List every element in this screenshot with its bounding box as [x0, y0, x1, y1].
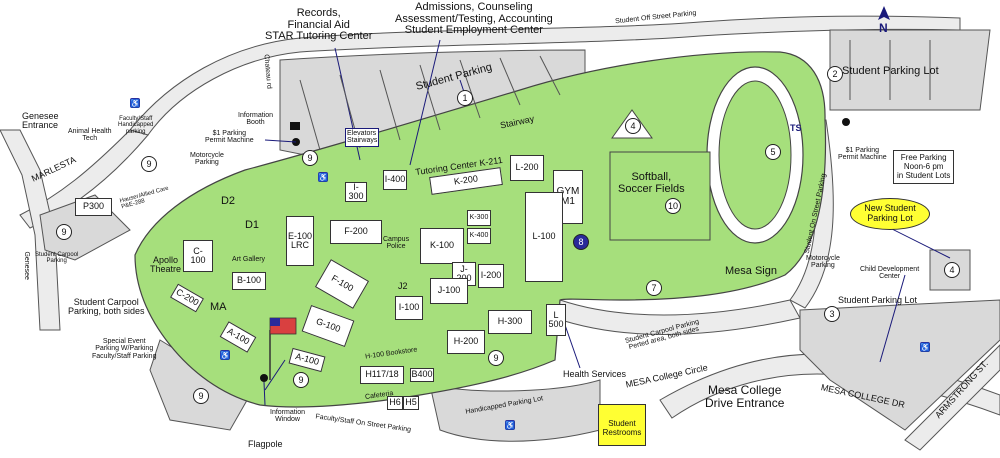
label-flagpole: Flagpole	[248, 439, 283, 449]
label-restrooms: Student Restrooms	[598, 404, 646, 446]
accessible-parking-icon: ♿	[920, 342, 930, 352]
label-apollo: Apollo Theatre	[150, 255, 182, 275]
label-records: Records, Financial Aid STAR Tutoring Cen…	[265, 7, 373, 43]
building-d2[interactable]: D2	[220, 195, 236, 208]
building-j2[interactable]: J2	[398, 281, 408, 291]
label-special-event: Special Event Parking W/Parking Faculty/…	[92, 338, 157, 360]
building-f200[interactable]: F-200	[330, 220, 382, 244]
building-campus-police[interactable]: Campus Police	[383, 236, 410, 251]
building-i100[interactable]: I-100	[395, 296, 423, 320]
building-ts[interactable]: TS	[790, 123, 802, 133]
label-art-gallery: Art Gallery	[232, 256, 266, 263]
parking-stripes	[299, 40, 931, 151]
building-h300[interactable]: H-300	[488, 310, 532, 334]
building-k100[interactable]: K-100	[420, 228, 464, 264]
north-arrow	[878, 6, 890, 20]
label-permit-left: $1 Parking Permit Machine	[205, 130, 254, 145]
building-l100[interactable]: L-100	[525, 192, 563, 282]
building-k300[interactable]: K-300	[467, 210, 491, 226]
accessible-parking-icon: ♿	[318, 172, 328, 182]
label-info-booth: Information Booth	[238, 112, 274, 127]
building-i300[interactable]: I-300	[345, 182, 367, 202]
label-admissions: Admissions, Counseling Assessment/Testin…	[395, 1, 553, 37]
building-b400[interactable]: B400	[410, 368, 434, 382]
lot-number-9d: 9	[302, 150, 318, 166]
north-road	[129, 15, 961, 136]
lot-number-5: 5	[765, 144, 781, 160]
label-info-window: Information Window	[270, 409, 306, 424]
info-booth-marker	[290, 122, 300, 130]
lot-3	[799, 299, 1000, 431]
building-l200[interactable]: L-200	[510, 155, 544, 181]
lot-number-9f: 9	[488, 350, 504, 366]
label-softball: Softball, Soccer Fields	[618, 171, 685, 195]
lot-number-2: 2	[827, 66, 843, 82]
lot-number-4b: 4	[944, 262, 960, 278]
building-ma[interactable]: MA	[210, 301, 227, 313]
road-genesee[interactable]: Genesee	[22, 251, 30, 280]
accessible-parking-icon: ♿	[130, 98, 140, 108]
lot-number-9e: 9	[293, 372, 309, 388]
flagpole-marker	[260, 374, 268, 382]
label-carpool-left: Student Carpool Parking, both sides	[68, 297, 145, 317]
building-i400[interactable]: I-400	[383, 170, 407, 190]
lot-number-4a: 4	[625, 118, 641, 134]
label-faculty-staff-small: Faculty/Staff Handicapped parking	[118, 116, 154, 135]
north-label: N	[879, 21, 888, 35]
building-j100[interactable]: J-100	[430, 278, 468, 304]
lot-number-10: 10	[665, 198, 681, 214]
lot-number-9c: 9	[193, 388, 209, 404]
accessible-parking-icon: ♿	[505, 420, 515, 430]
label-mesa-drive-entrance: Mesa College Drive Entrance	[705, 383, 785, 410]
building-b100[interactable]: B-100	[232, 272, 266, 290]
track-field	[718, 80, 792, 230]
building-c100[interactable]: C- 100	[183, 240, 213, 272]
lot-number-8: 8	[573, 234, 589, 250]
road-genesee-entrance[interactable]: Genesee Entrance	[22, 111, 59, 131]
label-motorcycle-left: Motorcycle Parking	[190, 152, 224, 167]
building-h200[interactable]: H-200	[447, 330, 485, 354]
accessible-parking-icon: ♿	[220, 350, 230, 360]
permit-machine-marker-right	[842, 118, 850, 126]
building-p300[interactable]: P300	[75, 198, 112, 216]
label-health-services: Health Services	[563, 369, 627, 379]
label-student-lot-3: Student Parking Lot	[838, 295, 918, 305]
label-motorcycle-right: Motorcycle Parking	[806, 255, 840, 270]
label-permit-right: $1 Parking Permit Machine	[838, 147, 887, 162]
building-e100[interactable]: E-100 LRC	[286, 216, 314, 266]
building-l500[interactable]: L 500	[546, 304, 566, 336]
label-free-parking: Free Parking Noon-6 pm in Student Lots	[893, 150, 955, 184]
building-d1[interactable]: D1	[244, 219, 260, 232]
lot-number-9b: 9	[56, 224, 72, 240]
building-i200[interactable]: I-200	[478, 264, 504, 288]
label-mesa-sign: Mesa Sign	[725, 265, 777, 277]
lot-number-3: 3	[824, 306, 840, 322]
armstrong-st	[904, 344, 1000, 451]
building-k400[interactable]: K-400	[467, 228, 491, 244]
label-new-lot: New Student Parking Lot	[850, 198, 930, 230]
building-h5[interactable]: H5	[403, 396, 419, 410]
building-h117[interactable]: H117/18	[360, 366, 404, 384]
building-h6[interactable]: H6	[387, 396, 403, 410]
label-child-dev: Child Development Center	[860, 266, 920, 281]
label-elevators: Elevators Stairways	[345, 128, 380, 147]
lot-number-1: 1	[457, 90, 473, 106]
lot-2	[829, 29, 991, 111]
label-student-lot-2: Student Parking Lot	[842, 65, 939, 77]
genesee-road	[0, 129, 61, 331]
lot-number-9a: 9	[141, 156, 157, 172]
soccer-field	[609, 151, 711, 241]
label-animal-health: Animal Health Tech	[68, 128, 112, 143]
label-student-carpool-small: Student Carpool Parking	[35, 252, 79, 265]
lot-number-7: 7	[646, 280, 662, 296]
flag	[269, 317, 297, 380]
